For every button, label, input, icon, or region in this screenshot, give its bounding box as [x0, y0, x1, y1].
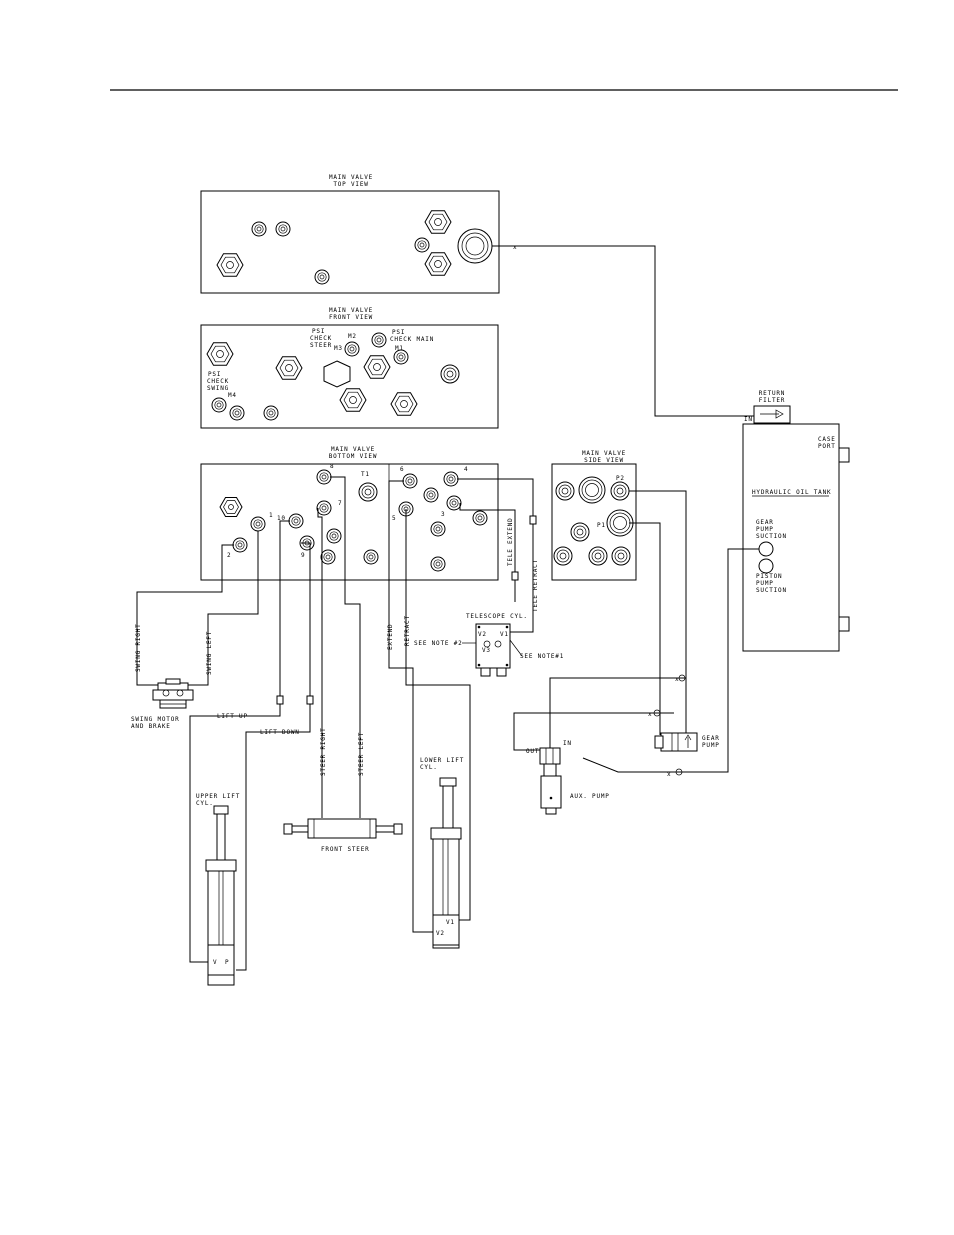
main-valve-top-view: MAIN VALVE TOP VIEW	[200, 174, 500, 294]
tele-v2-label: V2	[478, 631, 487, 638]
port-9-label: 9	[301, 552, 305, 559]
steer-left-label: STEER LEFT	[358, 732, 365, 776]
tank-title: HYDRAULIC OIL TANK	[752, 489, 831, 496]
top-view-title-2: TOP VIEW	[333, 181, 368, 188]
front-view-title-2: FRONT VIEW	[329, 314, 373, 321]
lower-lift-label-1: LOWER LIFT	[420, 757, 464, 764]
steer-right-label: STEER RIGHT	[320, 727, 327, 776]
swing-motor-label-2: AND BRAKE	[131, 723, 171, 730]
front-steer-label: FRONT STEER	[321, 846, 370, 853]
port-2-label: 2	[227, 552, 231, 559]
case-port-1: CASE	[818, 436, 836, 443]
see-note-2: SEE NOTE #2	[414, 640, 463, 647]
tele-v3-label: V3	[482, 647, 491, 654]
side-view-title-2: SIDE VIEW	[584, 457, 624, 464]
psi-steer-2: CHECK	[310, 335, 332, 342]
piston-suction-1: PISTON	[756, 573, 782, 580]
gear-suction-3: SUCTION	[756, 533, 787, 540]
m1-label: M1	[395, 345, 404, 352]
side-view-title-1: MAIN VALVE	[582, 450, 626, 457]
main-valve-front-view: MAIN VALVE FRONT VIEW PSI CHECK STEER M2…	[200, 307, 499, 429]
tele-extend-label: TELE EXTEND	[507, 517, 514, 566]
tele-retract-label: TELE RETRACT	[532, 559, 539, 612]
lift-down-label: LIFT DOWN	[260, 729, 300, 736]
case-port-2: PORT	[818, 443, 836, 450]
aux-in-label: IN	[563, 740, 572, 747]
piston-suction-3: SUCTION	[756, 587, 787, 594]
extend-label: EXTEND	[387, 624, 394, 650]
bottom-view-title-1: MAIN VALVE	[331, 446, 375, 453]
swing-left-label: SWING LEFT	[206, 631, 213, 675]
lift-up-label: LIFT UP	[217, 713, 248, 720]
swing-motor-label-1: SWING MOTOR	[131, 716, 180, 723]
main-valve-bottom-view: MAIN VALVE BOTTOM VIEW 1 2 3 4 5 6 7 8 9…	[200, 446, 499, 581]
svg-text:x: x	[667, 771, 671, 778]
filter-in-label: IN	[744, 416, 753, 423]
upper-p-label: P	[225, 959, 229, 966]
side-p2-label: P2	[616, 475, 625, 482]
upper-lift-label-1: UPPER LIFT	[196, 793, 240, 800]
piston-suction-2: PUMP	[756, 580, 774, 587]
tele-v1-label: V1	[500, 631, 509, 638]
hydraulic-oil-tank: CASE PORT HYDRAULIC OIL TANK GEAR PUMP S…	[742, 423, 850, 652]
top-view-title-1: MAIN VALVE	[329, 174, 373, 181]
retract-label: RETRACT	[404, 615, 411, 646]
upper-lift-cylinder: UPPER LIFT CYL. V P	[196, 793, 240, 986]
gear-suction-2: PUMP	[756, 526, 774, 533]
aux-pump-label: AUX. PUMP	[570, 793, 610, 800]
side-p1-label: P1	[597, 522, 606, 529]
m3-label: M3	[334, 345, 343, 352]
filter-label-1: RETURN	[759, 390, 785, 397]
lower-lift-cylinder: LOWER LIFT CYL. V1 V2	[420, 757, 464, 949]
psi-main-2: CHECK MAIN	[390, 336, 434, 343]
aux-pump: IN OUT AUX. PUMP	[526, 740, 610, 815]
m4-label: M4	[228, 392, 237, 399]
filter-label-2: FILTER	[759, 397, 785, 404]
main-valve-side-view: MAIN VALVE SIDE VIEW P2 P1	[551, 450, 637, 581]
front-steer-cylinder: FRONT STEER	[283, 818, 403, 853]
svg-text:x: x	[648, 711, 652, 718]
upper-lift-label-2: CYL.	[196, 800, 214, 807]
swing-motor-and-brake: SWING MOTOR AND BRAKE	[131, 678, 194, 730]
lower-lift-label-2: CYL.	[420, 764, 438, 771]
port-1-label: 1	[269, 512, 273, 519]
psi-steer-3: STEER	[310, 342, 332, 349]
bottom-view-title-2: BOTTOM VIEW	[329, 453, 378, 460]
gear-pump-label-2: PUMP	[702, 742, 720, 749]
port-10-label: 10	[277, 515, 286, 522]
psi-swing-2: CHECK	[207, 378, 229, 385]
psi-main-1: PSI	[392, 329, 405, 336]
upper-v-label: V	[213, 959, 217, 966]
gear-pump-label-1: GEAR	[702, 735, 720, 742]
port-5-label: 5	[392, 515, 396, 522]
lower-v1-label: V1	[446, 919, 455, 926]
aux-out-label: OUT	[526, 748, 539, 755]
gear-pump: GEAR PUMP	[654, 732, 720, 752]
psi-steer-1: PSI	[312, 328, 325, 335]
lower-v2-label: V2	[436, 930, 445, 937]
psi-swing-1: PSI	[208, 371, 221, 378]
port-6-label: 6	[400, 466, 404, 473]
psi-swing-3: SWING	[207, 385, 229, 392]
hose-lines: x SWING RIGHT SWING LEFT LIFT UP LIFT DO…	[135, 244, 759, 971]
front-view-title-1: MAIN VALVE	[329, 307, 373, 314]
m2-label: M2	[348, 333, 357, 340]
gear-suction-1: GEAR	[756, 519, 774, 526]
see-note-1: SEE NOTE#1	[520, 653, 564, 660]
swing-right-label: SWING RIGHT	[135, 623, 142, 672]
port-8-label: 8	[330, 463, 334, 470]
telescope-label: TELESCOPE CYL.	[466, 613, 528, 620]
telescope-cylinder-valve: TELESCOPE CYL. V2 V1 V3 SEE NOTE #2 SEE …	[414, 613, 564, 677]
port-3-label: 3	[441, 511, 445, 518]
port-7-label: 7	[338, 500, 342, 507]
svg-text:x: x	[513, 244, 517, 251]
port-t1-label: T1	[361, 471, 370, 478]
svg-text:x: x	[675, 676, 679, 683]
port-4-label: 4	[464, 466, 468, 473]
